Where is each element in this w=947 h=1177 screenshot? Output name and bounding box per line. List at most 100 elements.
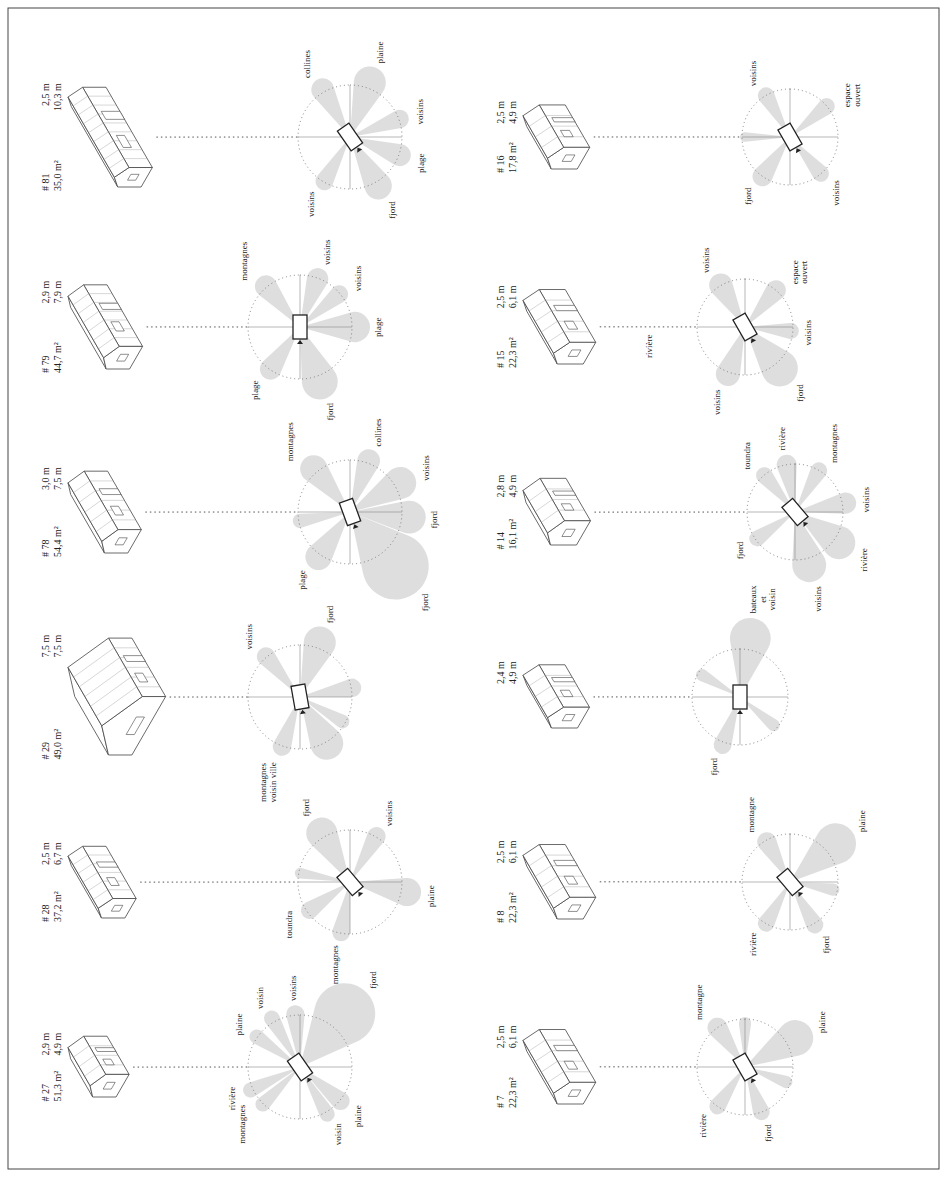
area-label: 51,3 m² [52,1071,64,1102]
view-lobe [350,67,386,137]
view-lobe [350,467,416,512]
house-number: # 28 [40,891,52,922]
wall-panel-line [545,1040,571,1041]
view-label: fjord [744,187,753,205]
wall-panel-line [108,131,131,132]
view-diagram: fjordtoundrarivièremontagnesvoisinsriviè… [747,464,843,560]
view-label: toundra [743,442,752,470]
dimension-label: 7,5 m [52,467,64,490]
house-face [523,665,563,718]
house-number: # 14 [495,519,507,550]
dimension-label: 2,9 m [40,1033,52,1056]
roof-panel-line [109,159,124,169]
leader-line [594,136,742,137]
roof-panel-line [74,481,90,493]
view-label: fjord [326,403,335,421]
view-diagram: rivièremontagnefjordplaine [742,834,838,930]
dimension-label: 2,5 m [40,842,52,865]
view-label: voisins [702,247,711,273]
view-diagram-drawing [742,89,838,185]
house-plan-mark [337,123,365,155]
view-label: voisins [416,99,425,125]
roof-panel-line [73,855,88,865]
house-caption: # 822,3 m² [495,892,519,923]
view-label: voisins [354,266,363,292]
view-label: fjord [736,542,745,560]
dimension-label: 6,1 m [507,1026,519,1049]
leader-line [594,696,693,697]
house-opening [562,530,575,537]
area-label: 35,0 m² [52,160,64,191]
house-item: # 7854,4 m²3,0 m7,5 m [40,467,145,557]
house-number: # 8 [495,892,507,923]
house-caption-row: # 1416,1 m²2,8 m4,9 m [495,475,519,550]
view-lobe [316,137,350,190]
view-diagram-drawing [298,85,402,189]
dimension-label: 2,5 m [495,841,507,864]
house-number: # 78 [40,526,52,557]
view-label: plage [298,570,307,590]
wall-panel-line [93,105,116,106]
house-caption: # 8135,0 m² [40,160,64,191]
view-label: espace ouvert [843,83,862,107]
view-lobe [300,679,361,697]
roof-panel-line [90,678,130,707]
view-label: rivière [699,1114,708,1137]
house-caption-row: # 1522,3 m²2,5 m6,1 m [495,286,519,368]
view-lobe [752,137,790,186]
view-label: toundra [285,911,294,939]
house-drawing [64,842,140,922]
view-diagram: rivièremontagnefjordplaine [697,1019,793,1115]
house-opening [115,538,127,545]
view-lobe [745,1020,813,1067]
roof-panel-line [98,338,114,349]
view-lobe [749,512,795,546]
wall-panel-line [564,1071,590,1072]
roof-panel-line [547,887,563,898]
house-number: # 81 [40,160,52,191]
house-opening [123,656,145,662]
roof-panel-line [96,520,112,532]
wall-panel-line [545,855,571,856]
view-label: rivière [228,1087,237,1110]
view-label: voisins [832,180,841,206]
house-opening [117,354,129,361]
house-opening [568,350,581,356]
house-opening [554,1045,578,1050]
view-label: voisins [862,487,871,513]
view-label: fjord [430,511,439,529]
view-lobe [709,1067,745,1114]
roof-panel-line [529,1040,545,1051]
house-opening [562,155,575,161]
house-item: # 722,3 m²2,5 m6,1 m [495,1026,600,1108]
roof-panel-line [93,329,109,340]
house-opening [111,905,123,911]
house-plan-mark [733,313,760,345]
house-opening [99,303,121,309]
house-plan-mark [778,123,805,155]
wall-panel-line [114,337,137,338]
view-label: bateaux et voisin [749,585,777,613]
house-item: # 7944,7 m²2,9 m7,9 m [40,281,147,373]
roof-panel-line [529,855,545,866]
house-drawing [519,475,595,550]
roof-panel-line [529,300,545,311]
roof-panel-line [541,697,557,707]
house-caption-row: # 7944,7 m²2,9 m7,9 m [40,281,64,373]
house-drawing [64,467,145,557]
house-face [68,639,142,727]
view-label: rivière [860,548,869,571]
area-label: 22,3 m² [507,1077,519,1108]
roof-panel-line [79,491,95,503]
house-opening [99,489,121,495]
wall-panel-line [89,293,112,294]
house-dimensions: 2,5 m6,7 m [40,842,64,865]
leader-line [133,1067,248,1068]
roof-panel-line [99,141,114,151]
wall-panel-line [137,687,160,688]
house-number: # 16 [495,142,507,173]
view-label: voisin [334,1123,343,1145]
view-label: plage [251,380,260,400]
roof-panel-line [535,687,551,697]
view-circle [298,830,402,934]
